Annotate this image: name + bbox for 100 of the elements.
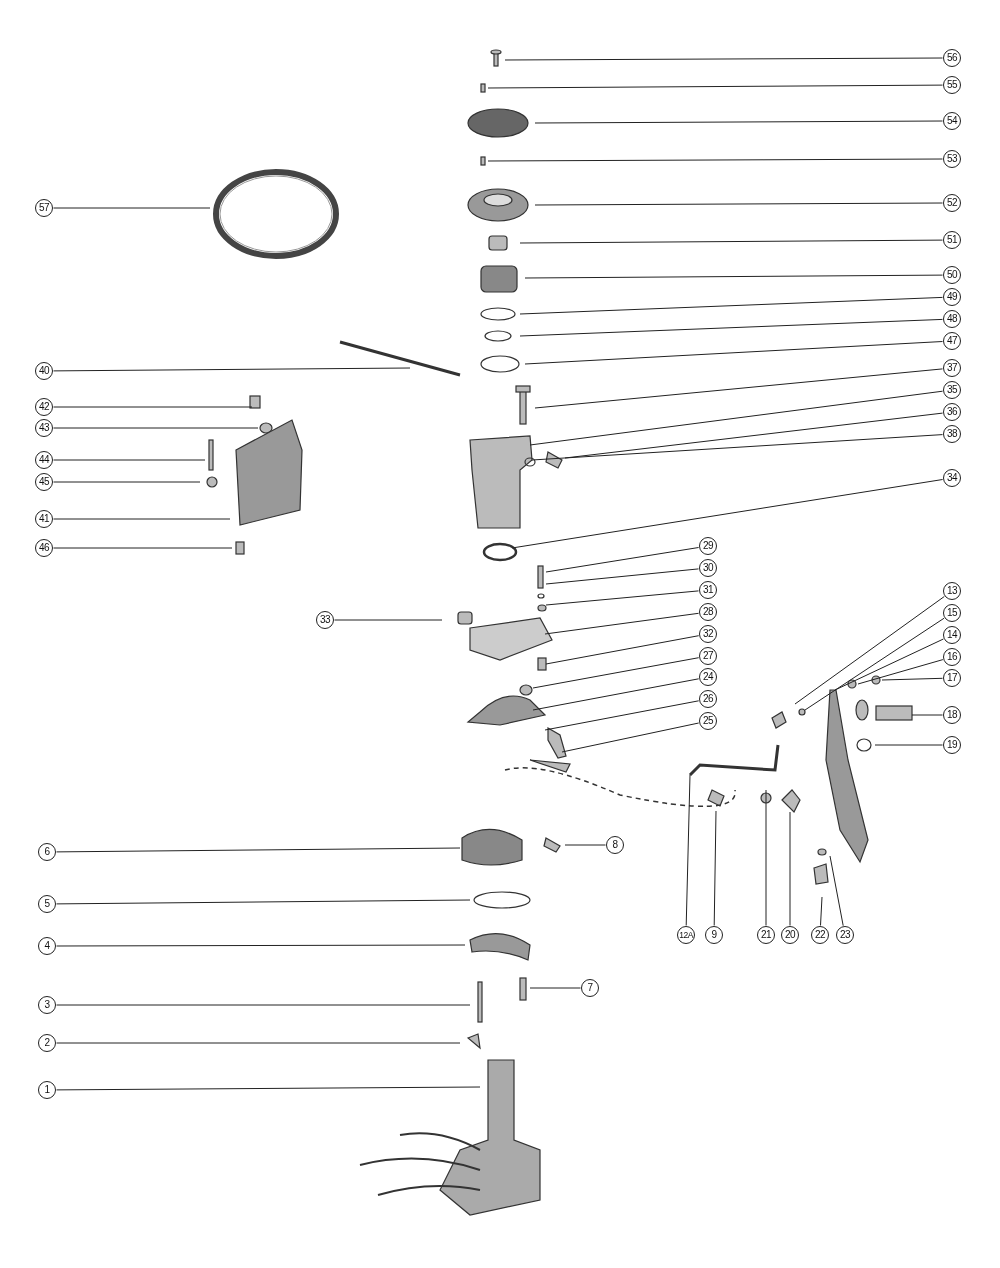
leader-line [765,789,767,926]
callout-number: 51 [943,231,961,249]
callout-number: 53 [943,150,961,168]
leader-line [56,847,461,853]
callout-number: 48 [943,310,961,328]
leader-line [529,390,944,446]
callout-number: 21 [757,926,775,944]
callout-number: 40 [35,362,53,380]
leader-line [334,619,443,621]
callout-number: 32 [699,625,717,643]
leader-line [53,518,231,520]
leader-line [881,677,943,681]
callout-number: 5 [38,895,56,913]
callout-number: 16 [943,648,961,666]
leader-line [519,318,943,337]
leader-line [857,659,944,685]
leader-line [56,944,466,947]
callout-number: 4 [38,937,56,955]
callout-number: 45 [35,473,53,491]
leader-line [487,158,943,162]
leader-line [504,57,943,61]
callout-number: 50 [943,266,961,284]
callout-number: 20 [781,926,799,944]
leader-line [511,479,944,549]
leader-line [561,722,700,753]
leader-line [524,274,943,279]
leader-line [544,700,700,731]
leader-line [53,207,211,209]
callout-number: 31 [699,581,717,599]
callout-number: 22 [811,926,829,944]
callout-number: 46 [35,539,53,557]
leader-line [53,547,233,549]
leader-line [532,657,700,689]
callout-number: 54 [943,112,961,130]
leader-line [544,612,700,635]
callout-number: 13 [943,582,961,600]
callout-number: 34 [943,469,961,487]
callout-number: 30 [699,559,717,577]
callout-number: 43 [35,419,53,437]
callout-number: 28 [699,603,717,621]
leader-line [56,1004,471,1006]
callout-number: 15 [943,604,961,622]
leader-line [789,811,791,926]
leader-line [53,406,253,408]
leader-line [56,899,471,905]
callout-number: 9 [705,926,723,944]
leader-line [56,1086,481,1091]
callout-number: 47 [943,332,961,350]
callout-number: 18 [943,706,961,724]
callout-number: 33 [316,611,334,629]
callout-number: 57 [35,199,53,217]
callout-number: 1 [38,1081,56,1099]
callout-number: 7 [581,979,599,997]
callout-number: 8 [606,836,624,854]
leader-line [534,120,943,124]
leader-line [685,774,691,926]
callout-number: 12A [677,926,695,944]
callout-number: 19 [943,736,961,754]
leader-line [564,844,606,846]
leader-line [487,84,943,89]
callout-number: 25 [699,712,717,730]
leader-line [545,590,699,606]
callout-number: 14 [943,626,961,644]
callout-number: 6 [38,843,56,861]
leader-line [519,296,943,315]
leader-line [53,459,206,461]
leader-line [519,239,943,244]
leader-line [820,896,823,926]
callout-number: 36 [943,403,961,421]
leader-line [53,481,201,483]
leader-line [532,678,700,711]
callout-number: 49 [943,288,961,306]
leader-line [713,810,717,926]
callout-number: 38 [943,425,961,443]
leader-line [524,341,943,365]
leader-line [874,744,943,746]
leader-line [531,434,943,461]
leader-line [53,367,411,372]
leader-line [529,987,581,989]
leader-line [545,547,700,573]
leader-line [794,596,945,705]
callout-number: 55 [943,76,961,94]
leader-line [834,638,944,691]
leader-line [911,714,943,716]
leader-line [534,368,943,409]
callout-number: 41 [35,510,53,528]
leader-line [829,855,844,927]
callout-number: 29 [699,537,717,555]
callout-number: 23 [836,926,854,944]
leader-line [545,568,699,585]
callout-number: 44 [35,451,53,469]
callout-number: 17 [943,669,961,687]
callout-number: 42 [35,398,53,416]
callout-number: 27 [699,647,717,665]
callout-number: 35 [943,381,961,399]
callout-number: 26 [699,690,717,708]
leader-line [53,427,259,429]
callout-number: 2 [38,1034,56,1052]
leader-line [534,202,943,206]
leader-line [804,617,945,711]
